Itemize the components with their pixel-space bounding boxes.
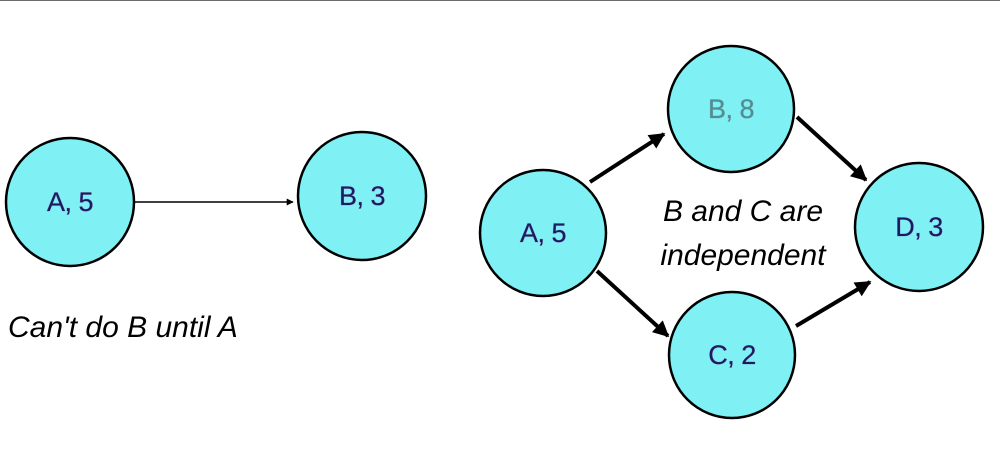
left-node-a: A, 5 xyxy=(4,136,136,268)
right-node-a-label: A, 5 xyxy=(520,218,566,248)
edge-right-a-to-b xyxy=(588,132,666,184)
left-node-a-label: A, 5 xyxy=(47,187,93,217)
right-caption-line-1: B and C are xyxy=(663,195,823,228)
right-node-a: A, 5 xyxy=(478,168,608,298)
right-node-c: C, 2 xyxy=(667,290,797,420)
right-caption-line-2: independent xyxy=(660,239,827,272)
right-node-d: D, 3 xyxy=(853,161,985,293)
right-node-b-label: B, 8 xyxy=(708,94,754,124)
edge-right-a-to-c xyxy=(595,269,670,338)
right-node-d-label: D, 3 xyxy=(895,212,943,242)
left-caption: Can't do B until A xyxy=(8,311,238,344)
left-node-b: B, 3 xyxy=(296,130,428,262)
left-node-b-label: B, 3 xyxy=(339,181,385,211)
right-node-c-label: C, 2 xyxy=(708,340,756,370)
edge-right-b-to-d xyxy=(795,115,868,182)
edge-right-c-to-d xyxy=(794,280,872,328)
right-node-b: B, 8 xyxy=(666,44,796,174)
